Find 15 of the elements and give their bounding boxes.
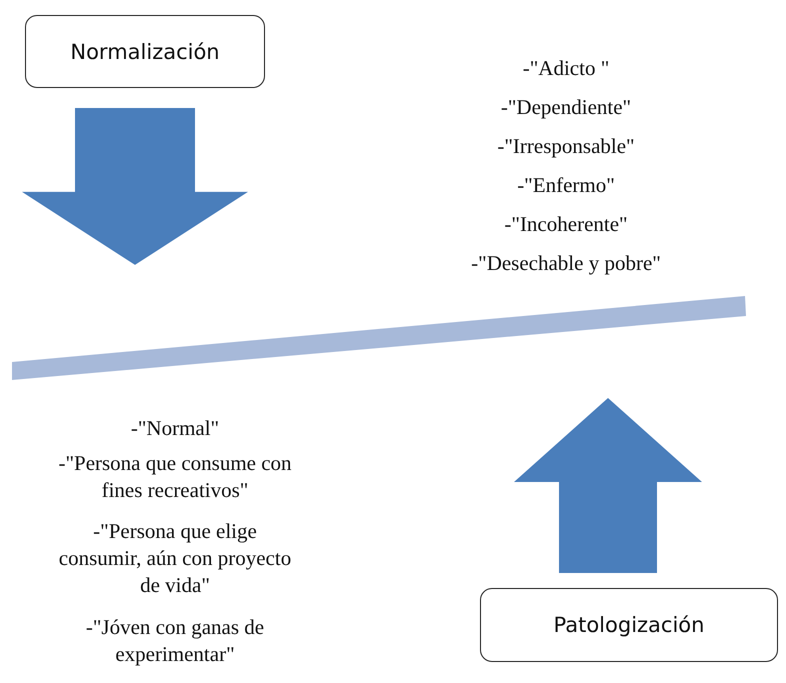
label-text: -"Jóven con ganas de experimentar" [84, 614, 266, 668]
label-text: -"Adicto " [522, 55, 610, 82]
label-box: Patologización [480, 588, 778, 662]
label-text: -"Persona que elige consumir, aún con proyecto de vida" [58, 518, 292, 599]
label-text: -"Enfermo" [516, 172, 616, 199]
block-arrow [22, 108, 248, 265]
label-text: -"Dependiente" [500, 94, 632, 121]
label-text: -"Irresponsable" [496, 133, 636, 160]
slanted-bar [12, 296, 746, 380]
label-text: -"Normal" [130, 415, 220, 442]
label-text: -"Incoherente" [503, 211, 629, 238]
label-text: -"Desechable y pobre" [470, 250, 662, 277]
label-text: -"Persona que consume con fines recreativos" [57, 450, 293, 504]
block-arrow [514, 398, 702, 573]
label-box: Normalización [25, 15, 265, 88]
